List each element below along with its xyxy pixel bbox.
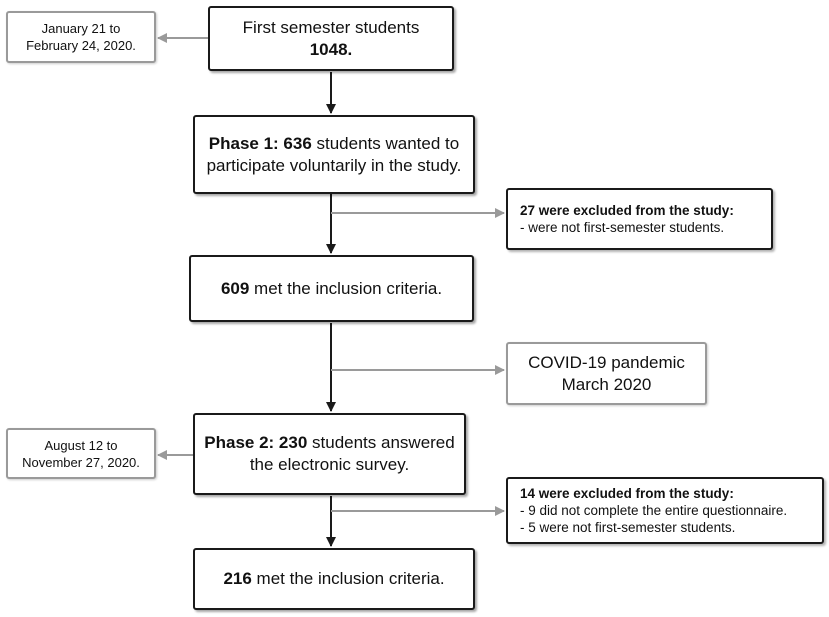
met1-count: 609 <box>220 278 250 298</box>
date-note-second: August 12 to November 27, 2020. <box>6 428 156 479</box>
node-met-criteria-second: 216 met the inclusion criteria. <box>193 548 475 610</box>
exclusion-box-second: 14 were excluded from the study: - 9 did… <box>506 477 824 544</box>
phase2-bold: Phase 2: 230 <box>204 433 308 452</box>
covid-line2: March 2020 <box>561 374 652 394</box>
node-phase1: Phase 1: 636 students wanted to particip… <box>193 115 475 194</box>
met2-count: 216 <box>223 569 252 588</box>
phase2-text: students answered <box>307 433 455 452</box>
phase1-text: students wanted to <box>311 133 460 153</box>
first-semester-label: First semester students <box>242 17 420 37</box>
date-note-second-line2: November 27, 2020. <box>22 454 140 470</box>
phase1-bold: Phase 1: 636 <box>208 133 312 153</box>
phase2-line2: the electronic survey. <box>249 455 410 474</box>
exclusion-second-item-1: - 9 did not complete the entire question… <box>520 503 788 518</box>
exclusion-box-first: 27 were excluded from the study: - were … <box>506 188 773 250</box>
phase1-line2: participate voluntarily in the study. <box>206 155 462 175</box>
exclusion-first-item: - were not first-semester students. <box>520 220 725 235</box>
exclusion-first-title: 27 were excluded from the study: <box>520 203 734 218</box>
covid-line1: COVID-19 pandemic <box>528 352 685 372</box>
met1-text: met the inclusion criteria. <box>249 278 443 298</box>
exclusion-second-item-2: - 5 were not first-semester students. <box>520 520 736 535</box>
covid-note: COVID-19 pandemic March 2020 <box>506 342 707 405</box>
date-note-first-line2: February 24, 2020. <box>26 38 136 53</box>
node-met-criteria-first: 609 met the inclusion criteria. <box>189 255 474 322</box>
date-note-first-line1: January 21 to <box>41 21 121 36</box>
date-note-first: January 21 to February 24, 2020. <box>6 11 156 63</box>
node-phase2: Phase 2: 230 students answered the elect… <box>193 413 466 495</box>
date-note-second-line1: August 12 to <box>44 437 118 453</box>
met2-text: met the inclusion criteria. <box>251 569 445 588</box>
node-first-semester: First semester students 1048. <box>208 6 454 71</box>
first-semester-count: 1048. <box>309 39 353 59</box>
exclusion-second-title: 14 were excluded from the study: <box>520 486 734 501</box>
